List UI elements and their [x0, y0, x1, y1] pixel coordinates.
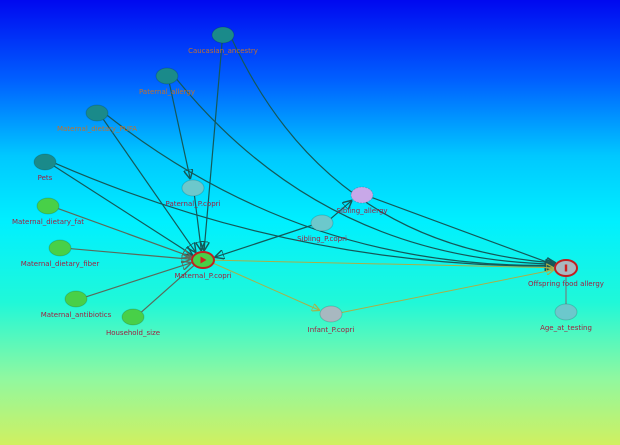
node-label: Caucasian_ancestry [188, 47, 258, 55]
node-sibling_pcopri[interactable]: Sibling_P.copri [297, 214, 347, 243]
node-offspring[interactable]: Offspring food allergy [528, 259, 604, 288]
edge-pufa-to-maternal_pcopri[interactable] [102, 119, 196, 252]
node-label: Maternal_dietary_fat [12, 218, 84, 226]
node-label: Household_size [106, 329, 160, 337]
node-ellipse[interactable] [33, 153, 57, 171]
node-ellipse[interactable] [155, 67, 179, 85]
node-label: Maternal_dietary_fiber [21, 260, 100, 268]
edge-pets-to-maternal_pcopri[interactable] [54, 165, 192, 255]
node-ellipse[interactable] [48, 239, 72, 257]
node-ellipse[interactable] [310, 214, 334, 232]
edge-caucasian-to-maternal_pcopri[interactable] [204, 42, 223, 251]
edge-maternal_pcopri-to-offspring[interactable] [213, 259, 554, 268]
node-fat[interactable]: Maternal_dietary_fat [12, 197, 84, 226]
node-ellipse[interactable] [211, 26, 235, 44]
node-ellipse[interactable] [350, 186, 374, 204]
node-label: Infant_P.copri [308, 326, 355, 334]
node-caucasian[interactable]: Caucasian_ancestry [188, 26, 258, 55]
edge-household-to-maternal_pcopri[interactable] [141, 265, 195, 313]
edge-paternal_allergy-to-offspring[interactable] [176, 79, 555, 264]
edge-infant_pcopri-to-offspring[interactable] [341, 270, 554, 313]
edge-maternal_pcopri-to-infant_pcopri[interactable] [212, 262, 320, 310]
node-household[interactable]: Household_size [106, 308, 160, 337]
edge-fat-to-maternal_pcopri[interactable] [58, 208, 191, 257]
node-pufa[interactable]: Maternal_dietary_PUFA [57, 104, 137, 133]
edge-sibling_pcopri-to-sibling_allergy[interactable] [330, 200, 352, 219]
node-ellipse[interactable] [319, 305, 343, 323]
node-infant_pcopri[interactable]: Infant_P.copri [308, 305, 355, 334]
edge-paternal_pcopri-to-maternal_pcopri[interactable] [193, 195, 202, 251]
node-label: Maternal_dietary_PUFA [57, 125, 137, 133]
node-ellipse[interactable] [85, 104, 109, 122]
exposure-play-icon [200, 256, 207, 264]
node-ellipse[interactable] [554, 303, 578, 321]
node-ellipse[interactable] [64, 290, 88, 308]
node-maternal_pcopri[interactable]: Maternal_P.copri [174, 251, 232, 280]
node-fiber[interactable]: Maternal_dietary_fiber [21, 239, 100, 268]
node-label: Maternal_P.copri [174, 272, 231, 280]
node-label: Paternal_P.copri [166, 200, 221, 208]
outcome-bar-icon [564, 264, 568, 272]
edge-paternal_allergy-to-paternal_pcopri[interactable] [168, 83, 190, 179]
edge-sibling_pcopri-to-maternal_pcopri[interactable] [214, 224, 312, 257]
edge-sibling_allergy-to-offspring[interactable] [372, 197, 554, 265]
node-label: Paternal_allergy [139, 88, 195, 96]
edge-caucasian-to-offspring[interactable] [231, 39, 556, 262]
edge-antibiotics-to-maternal_pcopri[interactable] [86, 263, 192, 298]
node-label: Offspring food allergy [528, 280, 604, 288]
node-label: Pets [38, 174, 53, 182]
node-label: Age_at_testing [540, 324, 592, 332]
node-label: Sibling_allergy [337, 207, 388, 215]
node-paternal_allergy[interactable]: Paternal_allergy [139, 67, 195, 96]
node-sibling_allergy[interactable]: Sibling_allergy [337, 186, 388, 215]
node-paternal_pcopri[interactable]: Paternal_P.copri [166, 179, 221, 208]
node-antibiotics[interactable]: Maternal_antibiotics [41, 290, 112, 319]
edge-pets-to-offspring[interactable] [55, 163, 554, 267]
node-pets[interactable]: Pets [33, 153, 57, 182]
node-label: Maternal_antibiotics [41, 311, 112, 319]
node-ellipse[interactable] [36, 197, 60, 215]
node-age[interactable]: Age_at_testing [540, 303, 592, 332]
node-label: Sibling_P.copri [297, 235, 347, 243]
edge-fiber-to-maternal_pcopri[interactable] [70, 248, 191, 260]
node-ellipse[interactable] [121, 308, 145, 326]
node-ellipse[interactable] [181, 179, 205, 197]
